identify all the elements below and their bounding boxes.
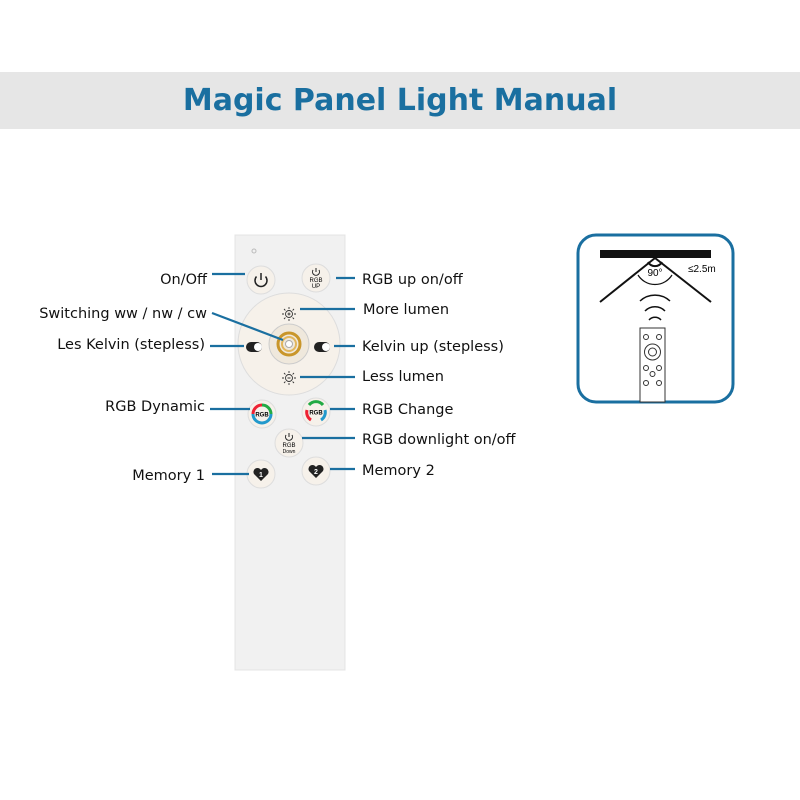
rgb-text: RGB	[255, 413, 269, 419]
label-memory-2: Memory 2	[362, 463, 435, 479]
toggle-icon	[254, 343, 262, 351]
rgb-dynamic-button[interactable]: RGB	[247, 399, 277, 429]
label-less-kelvin: Les Kelvin (stepless)	[57, 337, 205, 353]
label-rgb-change: RGB Change	[362, 402, 453, 418]
label-on-off: On/Off	[160, 272, 208, 288]
rgb-text: RGB	[309, 411, 323, 417]
label-more-lumen: More lumen	[363, 302, 449, 318]
rgb-down-subtext: Down	[283, 449, 296, 455]
rgb-arcs-icon	[305, 400, 327, 422]
rgb-ring-icon	[251, 403, 273, 425]
label-kelvin-up: Kelvin up (stepless)	[362, 339, 504, 355]
toggle-icon	[322, 343, 330, 351]
less-lumen-button[interactable]	[281, 370, 297, 386]
memory-2-number: 2	[314, 469, 318, 476]
leader-lines	[210, 272, 355, 476]
rgb-up-text: RGB	[309, 278, 322, 284]
kelvin-down-button[interactable]	[246, 342, 262, 352]
indicator-led	[251, 248, 257, 254]
memory-1-button[interactable]: 1	[246, 459, 276, 489]
label-rgb-up: RGB up on/off	[362, 272, 464, 288]
memory-1-number: 1	[259, 472, 263, 479]
memory-2-button[interactable]: 2	[301, 456, 331, 486]
sun-minus-icon	[282, 371, 296, 385]
rgb-up-subtext: UP	[312, 284, 320, 290]
distance-text: ≤2.5m	[688, 264, 716, 275]
label-rgb-dynamic: RGB Dynamic	[105, 399, 205, 415]
heart-icon	[308, 464, 324, 478]
more-lumen-button[interactable]	[281, 306, 297, 322]
label-memory-1: Memory 1	[132, 468, 205, 484]
kelvin-up-button[interactable]	[314, 342, 330, 352]
remote-icon	[639, 327, 666, 403]
rgb-up-button[interactable]: RGB UP	[301, 263, 331, 293]
rgb-down-text: RGB	[282, 443, 295, 449]
label-less-lumen: Less lumen	[362, 369, 444, 385]
sun-plus-icon	[282, 307, 296, 321]
heart-icon	[253, 467, 269, 481]
power-icon	[254, 273, 268, 288]
angle-text: 90°	[647, 268, 662, 279]
rgb-down-button[interactable]: RGB Down	[274, 428, 304, 458]
range-diagram: 90° ≤2.5m	[576, 233, 735, 404]
label-switching: Switching ww / nw / cw	[39, 306, 207, 322]
page-title: Magic Panel Light Manual	[182, 83, 618, 118]
power-icon	[285, 433, 293, 441]
label-rgb-down: RGB downlight on/off	[362, 432, 517, 448]
power-button[interactable]	[246, 265, 276, 295]
power-icon	[312, 268, 320, 276]
color-temperature-icon	[276, 331, 302, 357]
rgb-change-button[interactable]: RGB	[301, 397, 331, 427]
title-band	[0, 72, 800, 129]
